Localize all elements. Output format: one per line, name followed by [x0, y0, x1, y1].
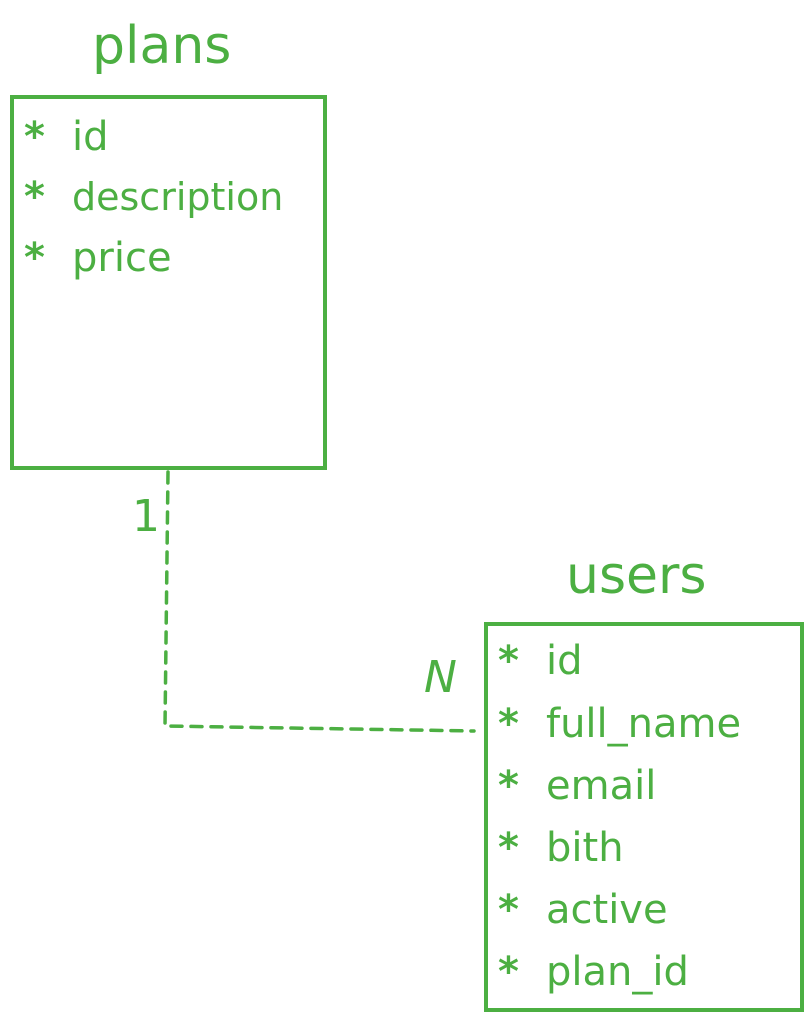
users-field-label: plan_id	[546, 949, 689, 995]
plans-field: * description	[24, 177, 283, 217]
users-field: * id	[498, 641, 583, 681]
users-table	[484, 622, 804, 1012]
cardinality-one-label: 1	[132, 491, 160, 542]
bullet: *	[24, 235, 45, 281]
users-field-label: active	[546, 887, 668, 933]
users-field: * active	[498, 890, 668, 930]
plans-table	[10, 95, 327, 470]
bullet: *	[498, 825, 519, 871]
users-field-label: bith	[546, 825, 624, 871]
plans-title: plans	[92, 16, 232, 76]
bullet: *	[498, 638, 519, 684]
bullet: *	[498, 701, 519, 747]
users-field-label: email	[546, 763, 657, 809]
users-field: * full_name	[498, 704, 741, 744]
users-field-label: id	[546, 638, 583, 684]
users-field-label: full_name	[546, 701, 742, 747]
bullet: *	[498, 887, 519, 933]
bullet: *	[24, 114, 45, 160]
bullet: *	[498, 763, 519, 809]
bullet: *	[24, 174, 45, 220]
plans-field-label: price	[72, 235, 172, 281]
plans-field-label: id	[72, 114, 109, 160]
users-field: * email	[498, 766, 656, 806]
users-title: users	[566, 546, 707, 606]
cardinality-many-label: N	[424, 652, 457, 703]
plans-field-label: description	[72, 175, 284, 219]
users-field: * bith	[498, 828, 624, 868]
bullet: *	[498, 949, 519, 995]
plans-field: * id	[24, 117, 109, 157]
plans-field: * price	[24, 238, 172, 278]
users-field: * plan_id	[498, 952, 689, 992]
